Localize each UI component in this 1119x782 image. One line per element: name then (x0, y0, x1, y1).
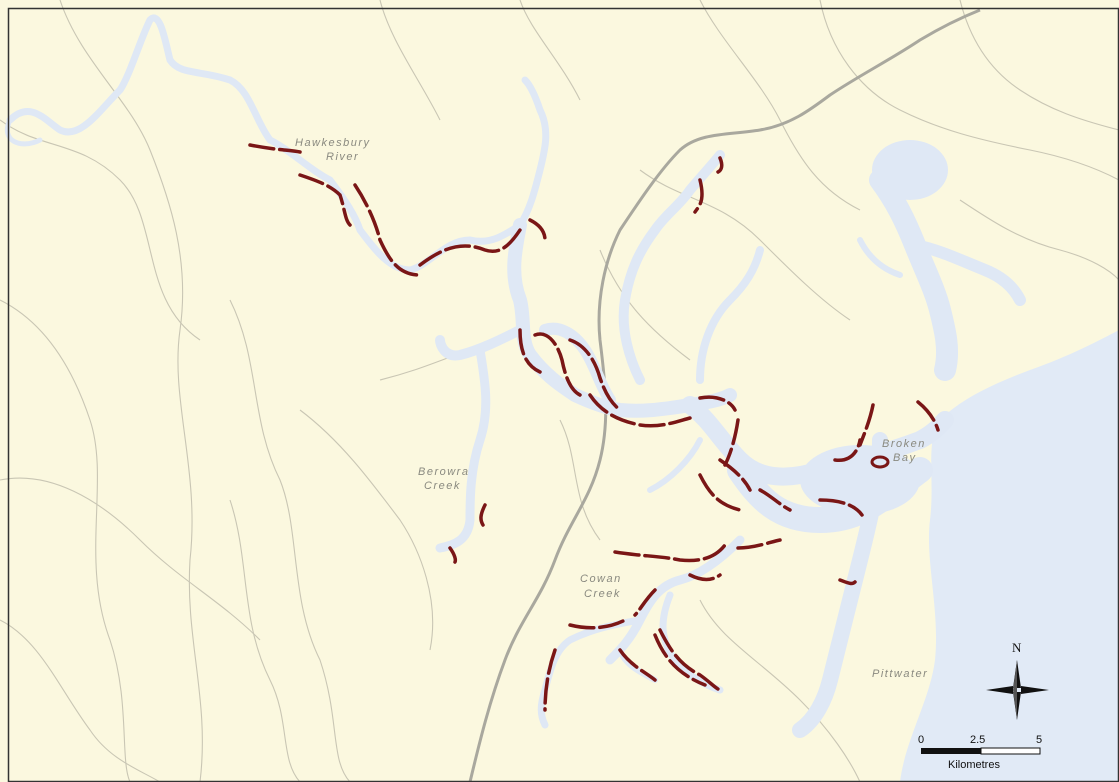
label-cowan-creek-2: Creek (584, 588, 621, 600)
label-pittwater: Pittwater (872, 668, 928, 680)
label-hawkesbury-river: Hawkesbury (295, 137, 371, 149)
label-berowra-creek-2: Creek (424, 480, 461, 492)
scale-tick-2-5: 2.5 (970, 734, 985, 746)
scale-unit: Kilometres (948, 759, 1000, 771)
label-hawkesbury-river-2: River (326, 151, 359, 163)
scale-bar: 0 2.5 5 Kilometres (918, 734, 1042, 771)
label-broken-bay-2: Bay (893, 452, 916, 464)
highlighted-shorelines (248, 143, 940, 712)
label-berowra-creek: Berowra (418, 466, 469, 478)
label-broken-bay: Broken (882, 438, 926, 450)
water-body-north (872, 140, 948, 200)
water-body-bay (800, 445, 920, 515)
highway (468, 8, 981, 782)
scale-tick-5: 5 (1036, 734, 1042, 746)
north-label: N (1012, 640, 1022, 655)
scale-tick-0: 0 (918, 734, 924, 746)
label-cowan-creek: Cowan (580, 573, 622, 585)
highlighted-island (870, 455, 890, 469)
compass-rose-icon: N (986, 640, 1049, 720)
ocean-area (900, 330, 1119, 782)
